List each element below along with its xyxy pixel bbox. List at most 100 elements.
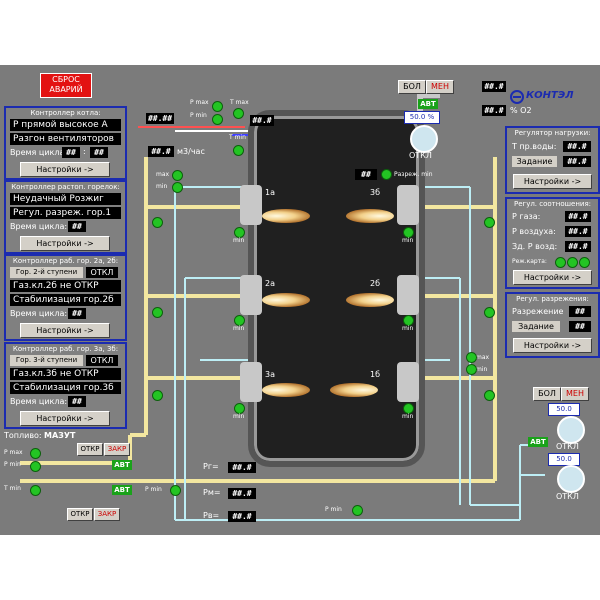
burner-1b-min-label: min xyxy=(402,413,414,420)
smoke-fan-icon xyxy=(410,125,438,153)
rm-label: Рм= xyxy=(203,488,221,497)
mode-indicator-3 xyxy=(579,257,590,268)
flame-3a xyxy=(262,383,310,397)
fuel-tmin-indicator xyxy=(30,485,41,496)
burner3-settings-button[interactable]: Настройки -> xyxy=(20,411,110,426)
fuel-value: МАЗУТ xyxy=(44,431,76,440)
smoke-percent-value: 50.0 xyxy=(409,113,426,121)
draft-min-value: ## xyxy=(355,169,377,180)
tmin-label: T min xyxy=(229,134,246,141)
ignition-settings-button[interactable]: Настройки -> xyxy=(20,236,110,251)
rg-label: Рг= xyxy=(203,462,219,471)
stage3-label[interactable]: Гор. 3-й ступени xyxy=(10,355,83,366)
burner2-settings-button[interactable]: Настройки -> xyxy=(20,323,110,338)
burner-3a-min-label: min xyxy=(233,413,245,420)
tmax-label: T max xyxy=(230,99,249,106)
fuel-open-button[interactable]: ОТКР xyxy=(77,443,103,456)
mode-indicator-1 xyxy=(555,257,566,268)
panel-title: Контроллер котла: xyxy=(30,109,101,117)
burner2-controller-panel: Контроллер раб. гор. 2а, 2б: Гор. 2-й ст… xyxy=(4,254,127,341)
fan-more-button[interactable]: БОЛ xyxy=(533,387,561,401)
top-value-a: ##.## xyxy=(146,113,174,124)
cycle-time-sec: ## xyxy=(90,147,108,158)
smoke-more-button[interactable]: БОЛ xyxy=(398,80,426,94)
load-task-label[interactable]: Задание xyxy=(512,156,557,167)
burner-3b-indicator xyxy=(484,217,495,228)
draft-task-value: ## xyxy=(569,321,591,332)
fuel2-open-button[interactable]: ОТКР xyxy=(67,508,93,521)
draft-label: Разрежение xyxy=(512,307,564,316)
panel-title: Регул. соотношения: xyxy=(513,200,592,208)
smoke-state: ОТКЛ xyxy=(409,151,432,160)
right-max-indicator xyxy=(466,352,477,363)
pmax-label: P max xyxy=(190,99,209,106)
cycle-time-label: Время цикла: xyxy=(10,222,68,231)
burner-2b-indicator xyxy=(484,307,495,318)
rm-value: ##.# xyxy=(228,488,256,499)
fan1-percent: 50.0 xyxy=(548,403,580,416)
boiler-controller-panel: Контроллер котла: Р прямой высокое А Раз… xyxy=(4,106,127,180)
burner-1b-min-indicator xyxy=(403,403,414,414)
reset-alarms-button[interactable]: СБРОС АВАРИЙ xyxy=(40,73,92,98)
draft-regulator-panel: Регул. разрежения: Разрежение ## Задание… xyxy=(505,292,600,358)
burner3-controller-panel: Контроллер раб. гор. 3а, 3б: Гор. 3-й ст… xyxy=(4,342,127,429)
flame-2a xyxy=(262,293,310,307)
burner-1a-min-indicator xyxy=(234,227,245,238)
fan1-state: ОТКЛ xyxy=(556,442,579,451)
burner-2a-min-label: min xyxy=(233,325,245,332)
draft-task-label[interactable]: Задание xyxy=(512,321,560,332)
load-settings-button[interactable]: Настройки -> xyxy=(513,174,592,189)
kontel-logo-icon xyxy=(510,90,524,104)
boiler-status-line1: Р прямой высокое А xyxy=(10,119,121,131)
burner-label-3b: 3б xyxy=(370,188,381,197)
flame-1b xyxy=(330,383,378,397)
rv-label: Рв= xyxy=(203,511,220,520)
mode-map-label: Реж.карта: xyxy=(512,258,547,265)
burner-2a-min-indicator xyxy=(234,315,245,326)
water-temp-label: Т пр.воды: xyxy=(512,142,557,151)
burner2-status-line2: Стабилизация гор.2б xyxy=(10,294,121,306)
ignition-status-line1: Неудачный Розжиг xyxy=(10,193,121,205)
fuel2-auto-badge[interactable]: АВТ xyxy=(112,485,132,495)
stage2-status: ОТКЛ xyxy=(86,267,118,278)
smoke-less-button[interactable]: МЕН xyxy=(426,80,454,94)
o2-value: ##.# xyxy=(482,105,506,116)
air-pmin-label: P min xyxy=(325,506,342,513)
stage2-label[interactable]: Гор. 2-й ступени xyxy=(10,267,83,278)
right-min-label: min xyxy=(476,366,488,373)
rg-value: ##.# xyxy=(228,462,256,473)
logo-text: КОНТЭЛ xyxy=(526,90,574,101)
air-setpoint-label: Зд. Р возд: xyxy=(512,242,558,251)
smoke-auto-badge[interactable]: АВТ xyxy=(418,99,438,109)
ignition-controller-panel: Контроллер растоп. горелок: Неудачный Ро… xyxy=(4,180,127,254)
burner-3a-min-indicator xyxy=(234,403,245,414)
fan-auto-badge[interactable]: АВТ xyxy=(528,437,548,447)
panel-title: Контроллер растоп. горелок: xyxy=(11,183,120,191)
mode-indicator-2 xyxy=(567,257,578,268)
burner-1a xyxy=(240,185,262,225)
scada-screen: СБРОС АВАРИЙ КОНТЭЛ Контроллер котла: Р … xyxy=(0,65,600,535)
burner-3b-min-label: min xyxy=(402,237,414,244)
fuel2-close-button[interactable]: ЗАКР xyxy=(94,508,120,521)
cycle-time-sep: : xyxy=(83,147,86,156)
left-max-label: max xyxy=(156,171,170,178)
fuel-close-button[interactable]: ЗАКР xyxy=(104,443,130,456)
boiler-settings-button[interactable]: Настройки -> xyxy=(20,162,110,177)
oil-pmin-label: P min xyxy=(145,486,162,493)
flow-unit: м3/час xyxy=(177,147,205,156)
fan-less-button[interactable]: МЕН xyxy=(561,387,589,401)
draft-min-label: Разреж. min xyxy=(394,171,433,178)
burner-label-1b: 1б xyxy=(370,370,381,379)
panel-title: Контроллер раб. гор. 3а, 3б: xyxy=(12,345,119,353)
fuel-pmax-indicator xyxy=(30,448,41,459)
burner-1a-indicator xyxy=(152,217,163,228)
ratio-settings-button[interactable]: Настройки -> xyxy=(513,270,592,285)
o2-unit: % O2 xyxy=(510,106,532,115)
ratio-regulator-panel: Регул. соотношения: Р газа: ##.# Р возду… xyxy=(505,197,600,289)
rv-value: ##.# xyxy=(228,511,256,522)
burner-label-1a: 1а xyxy=(265,188,275,197)
fan2-percent: 50.0 xyxy=(548,453,580,466)
fuel-auto-badge[interactable]: АВТ xyxy=(112,460,132,470)
tmax-indicator xyxy=(233,108,244,119)
draft-settings-button[interactable]: Настройки -> xyxy=(513,338,592,353)
